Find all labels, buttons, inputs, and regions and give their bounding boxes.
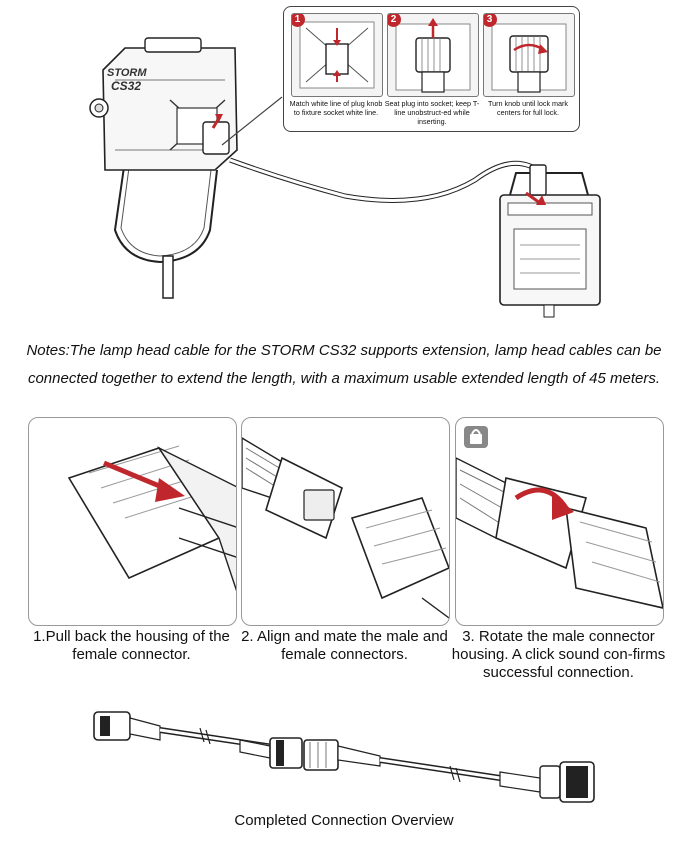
step-3-badge: 3: [484, 14, 497, 27]
panel-1-image: [28, 417, 237, 626]
step-2-badge: 2: [388, 14, 401, 27]
step-2-caption: Seat plug into socket; keep T-line unobs…: [384, 99, 480, 126]
panel-3-caption: 3. Rotate the male connector housing. A …: [451, 628, 666, 681]
cable-illustration: [225, 140, 555, 220]
step-3-caption: Turn knob until lock mark centers for fu…: [487, 99, 569, 117]
fixture-illustration: STORM CS32: [85, 30, 255, 305]
panel-1-caption: 1.Pull back the housing of the female co…: [33, 628, 230, 663]
step-1-badge: 1: [292, 14, 305, 27]
step-3-image: 3: [483, 13, 575, 97]
panel-3-image: [455, 417, 664, 626]
overview-illustration: [90, 700, 600, 810]
panel-2-image: [241, 417, 450, 626]
fixture-model-label: CS32: [111, 79, 141, 93]
overview-caption: Completed Connection Overview: [234, 812, 454, 829]
connection-steps-callout: 1 Match white line of plug knob to fixtu…: [283, 6, 580, 132]
step-2-image: 2: [387, 13, 479, 97]
panel-2-caption: 2. Align and mate the male and female co…: [241, 628, 448, 663]
step-1-image: 1: [291, 13, 383, 97]
step-1-caption: Match white line of plug knob to fixture…: [289, 99, 383, 117]
callout-leader-line: [220, 95, 300, 155]
notes-line-1: Notes:The lamp head cable for the STORM …: [26, 342, 662, 359]
fixture-brand-label: STORM: [107, 67, 147, 79]
notes-line-2: connected together to extend the length,…: [27, 370, 661, 387]
battery-illustration: [490, 155, 610, 320]
